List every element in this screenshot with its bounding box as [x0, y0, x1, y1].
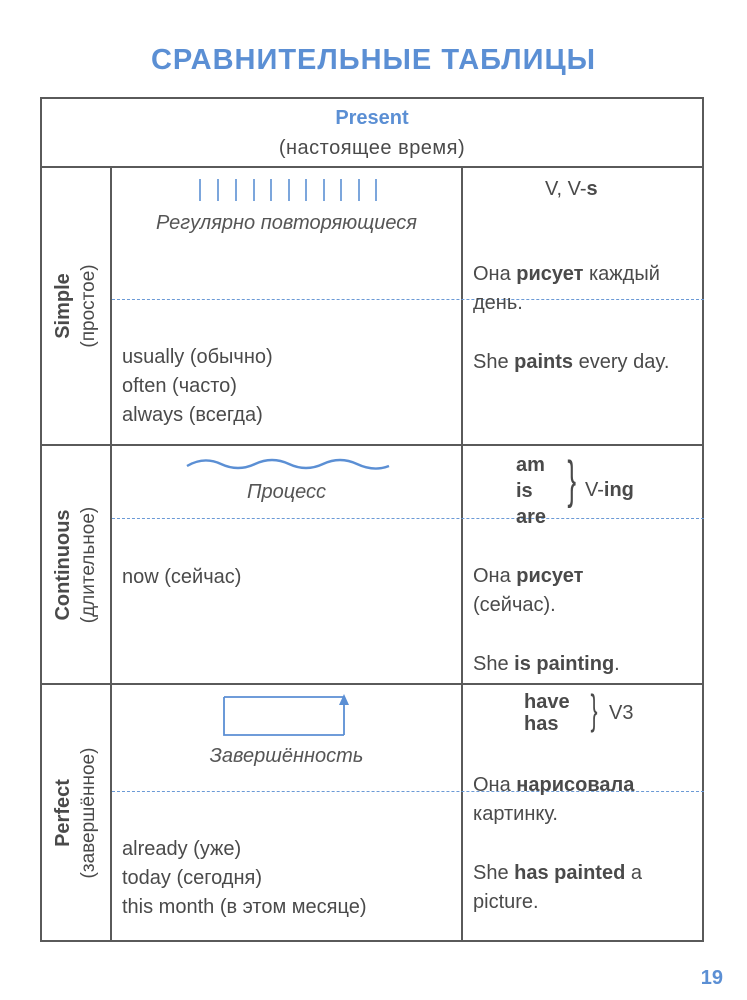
concept-label: Регулярно повторяющиеся [156, 212, 417, 234]
table-row-simple: Simple (простое) Регулярно повторяющиеся… [42, 168, 704, 446]
page-number: 19 [700, 967, 723, 989]
table-header: Present (настоящее время) [42, 99, 702, 168]
time-marker: today (сегодня) [122, 867, 263, 889]
time-marker: always (всегда) [122, 404, 263, 426]
aspect-name: Continuous [52, 508, 74, 621]
wave-icon [186, 458, 390, 470]
aspect-cell: Simple (простое) [42, 168, 112, 444]
divider-dashed [112, 299, 704, 300]
example-en: She has painted a picture. [473, 862, 642, 913]
table-row-continuous: Continuous (длительное) Процесс now (сей… [42, 446, 704, 685]
usage-cell: Завершённость already (уже) today (сегод… [112, 685, 704, 940]
repeated-ticks-icon [199, 179, 377, 201]
brace-icon: } [590, 686, 598, 733]
time-marker: now (сейчас) [122, 566, 242, 588]
time-marker: usually (обычно) [122, 346, 273, 368]
aspect-name-ru: (простое) [78, 264, 99, 348]
concept-label: Завершённость [209, 745, 364, 767]
divider-dashed [112, 791, 704, 792]
time-marker: this month (в этом месяце) [122, 896, 367, 918]
aspect-name-ru: (длительное) [78, 506, 99, 623]
formula: V, V-s [545, 178, 598, 200]
aspect-name: Simple [52, 273, 74, 339]
tense-name-ru: (настоящее время) [278, 137, 466, 159]
formula: V-ing [585, 479, 634, 501]
example-ru: Она нарисовала картинку. [473, 774, 635, 825]
example-ru: Она рисует каждый день. [473, 263, 660, 314]
concept-label: Процесс [246, 481, 327, 503]
usage-cell: Процесс now (сейчас) [112, 446, 704, 683]
example-ru: Она рисует (сейчас). [473, 565, 584, 616]
comparison-table: Present (настоящее время) Simple (просто… [40, 97, 704, 942]
divider-dashed [112, 518, 704, 519]
time-marker: often (часто) [122, 375, 237, 397]
time-markers: already (уже) today (сегодня) this month… [122, 835, 367, 922]
table-row-perfect: Perfect (завершённое) Завершённость alre… [42, 685, 704, 940]
page-title: СРАВНИТЕЛЬНЫЕ ТАБЛИЦЫ [150, 44, 597, 76]
time-markers: now (сейчас) [122, 563, 241, 592]
time-marker: already (уже) [122, 838, 242, 860]
aspect-cell: Perfect (завершённое) [42, 685, 112, 940]
usage-cell: Регулярно повторяющиеся usually (обычно)… [112, 168, 704, 444]
brace-icon: } [567, 451, 577, 509]
time-markers: usually (обычно) often (часто) always (в… [122, 343, 273, 430]
form-cell: V, V-s Она рисует каждый день. She paint… [463, 168, 702, 444]
tense-name: Present [335, 107, 409, 129]
example-en: She paints every day. [473, 351, 670, 373]
example-en: She is painting. [473, 653, 620, 675]
completed-box-arrow-icon [223, 694, 349, 736]
aspect-cell: Continuous (длительное) [42, 446, 112, 683]
aspect-name-ru: (завершённое) [78, 747, 99, 878]
aspect-name: Perfect [52, 778, 74, 847]
formula: V3 [609, 702, 634, 724]
